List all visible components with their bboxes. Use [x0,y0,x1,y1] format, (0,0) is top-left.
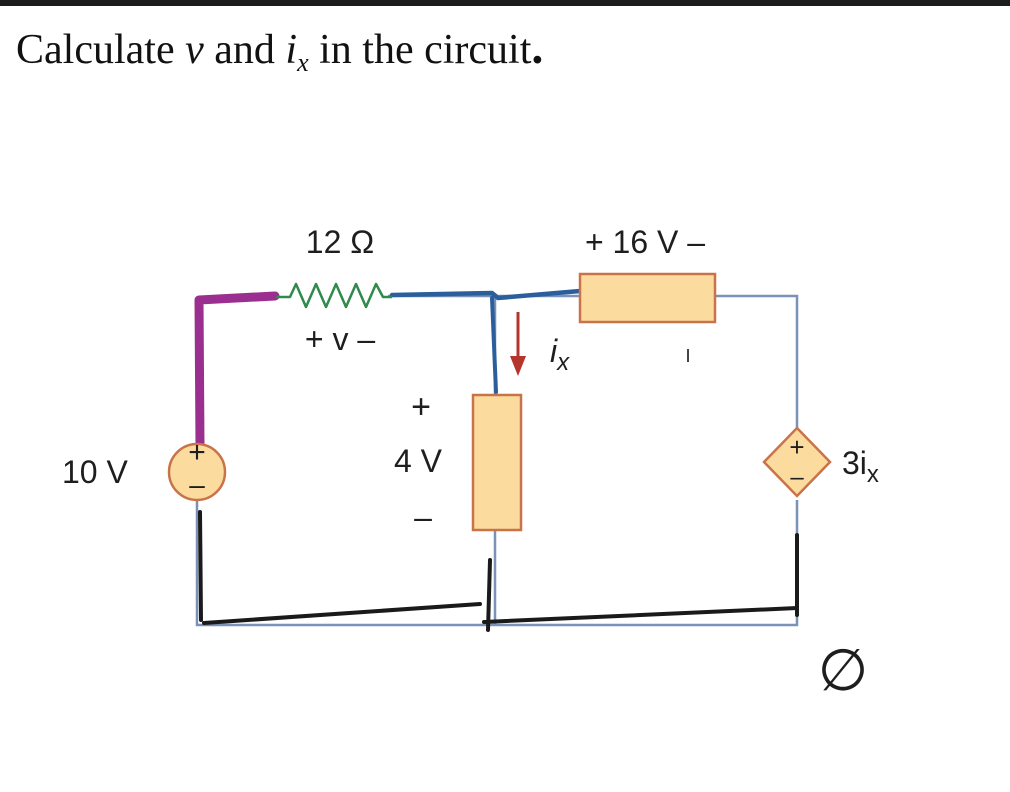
resistor-polarity: + v – [305,321,375,357]
source-10v-plus: + [188,436,206,469]
element-4v-plus: + [411,388,431,426]
question-period: . [531,21,544,74]
resistor-label: 12 Ω [306,224,374,260]
element-16v [578,272,717,324]
top-bar [0,0,1010,6]
source-10v-label: 10 V [62,454,128,490]
ground-annotation: ∅ [818,638,869,703]
element-16v-label: + 16 V – [585,224,705,260]
voltage-source-10v [167,442,227,502]
current-label: ix [550,333,570,376]
ink-blue-trace [389,288,583,301]
element-4v-value: 4 V [394,443,443,479]
dependent-source-plus: + [789,432,804,462]
current-label-sub: x [556,349,570,376]
variable-v: v [185,27,204,73]
ink-purple-trace [194,291,280,450]
text-cursor-mark: I [685,346,690,366]
dependent-voltage-source [762,426,832,498]
current-label-base: i [550,333,558,369]
ink-black-ground [198,510,799,632]
element-4v [471,393,523,532]
question-middle: and [203,27,286,73]
dependent-source-minus: – [790,464,804,491]
element-4v-minus: – [414,499,432,535]
question-prefix: Calculate [16,27,186,73]
ink-blue-branch [490,296,498,394]
question-suffix: in the circuit [308,27,532,73]
current-arrow [510,312,526,376]
source-10v-minus: – [189,469,205,500]
problem-statement: Calculate v and ix in the circuit. [16,21,544,78]
ink-annotations [194,288,799,632]
variable-i: i [285,27,298,73]
dependent-source-label-base: 3i [842,445,867,481]
dependent-source-label-sub: x [867,461,879,488]
dependent-source-label: 3ix [842,445,879,488]
variable-i-subscript: x [297,48,309,77]
resistor-12-ohm [276,282,392,309]
